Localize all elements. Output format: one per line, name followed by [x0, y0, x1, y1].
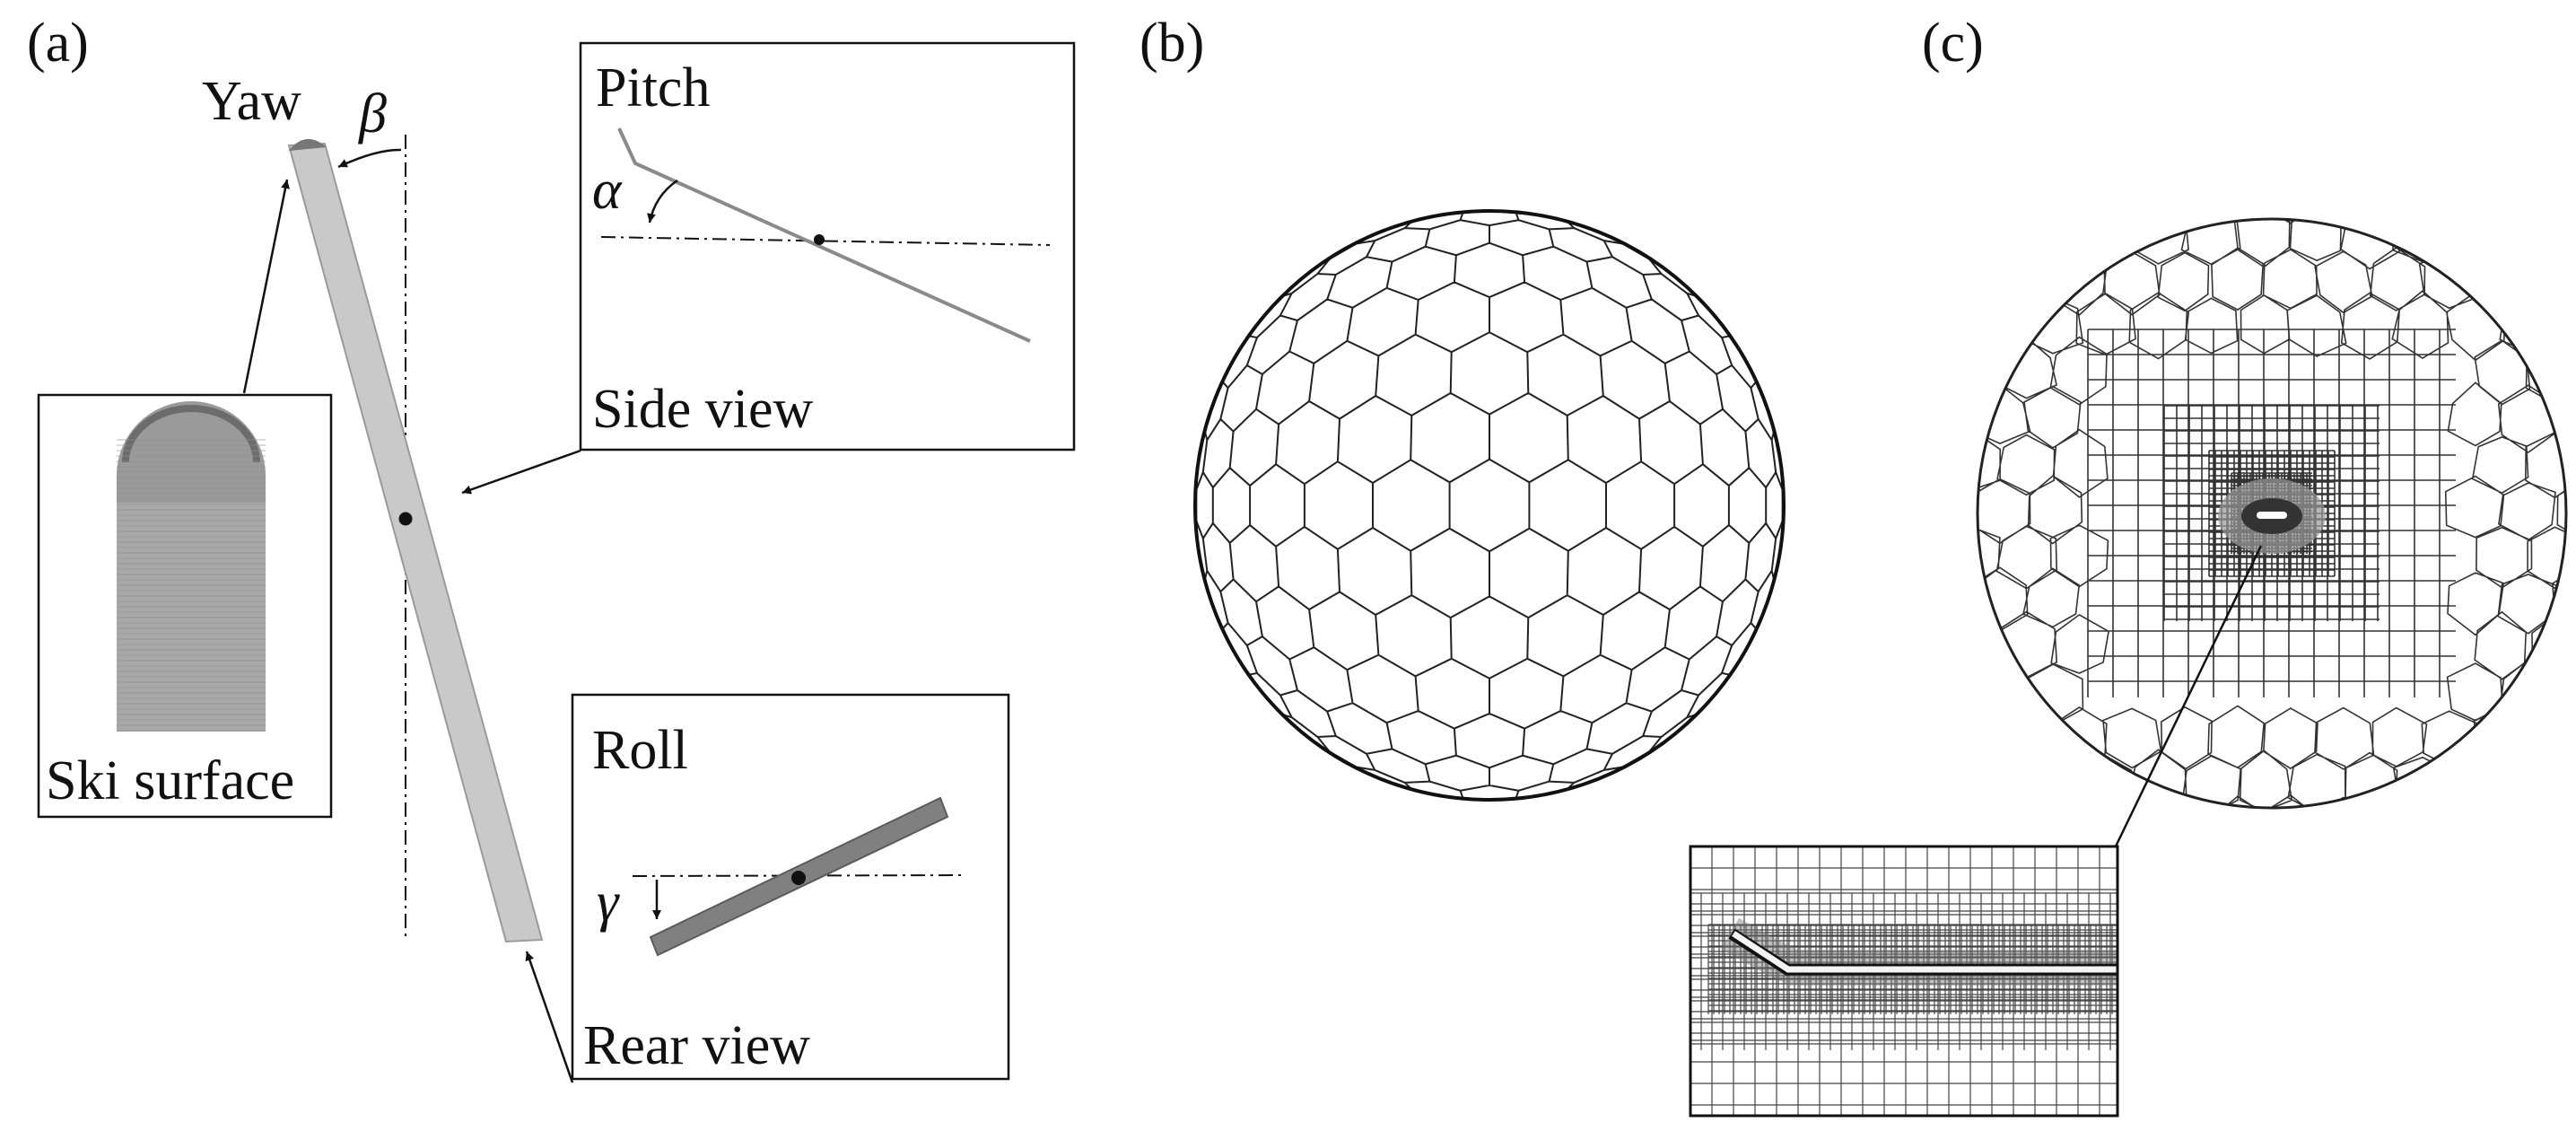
gamma-symbol: γ [597, 872, 620, 933]
ski-top-view [287, 138, 544, 943]
pitch-reference-line [600, 236, 1051, 246]
panel-c-label: (c) [1922, 13, 1984, 74]
center-of-mass-dot [398, 512, 413, 526]
rear-view-arrow [525, 951, 574, 1083]
beta-angle-arc [337, 148, 402, 169]
panel-a: (a) Yaw β Ski surface Pitch [27, 13, 1076, 1083]
roll-rear-view-box: Roll γ Rear view [571, 693, 1010, 1081]
zoom-connector-line [2113, 545, 2263, 849]
alpha-symbol: α [592, 160, 623, 221]
panel-b-label: (b) [1140, 13, 1204, 74]
rear-view-label: Rear view [583, 1015, 810, 1076]
mesh-zoom-inset [1689, 845, 2119, 1118]
side-view-arrow [461, 449, 581, 495]
ski-surface-texture [117, 439, 266, 732]
ski-surface-label: Ski surface [46, 750, 294, 811]
domain-mesh-section [1976, 217, 2568, 810]
ski-surface-arrow [242, 179, 290, 394]
panel-b: (b) [1140, 13, 1786, 802]
panel-a-label: (a) [27, 13, 89, 74]
roll-label: Roll [592, 720, 688, 781]
alpha-angle-arc [647, 179, 678, 224]
beta-symbol: β [358, 83, 387, 145]
roll-center-dot [791, 871, 806, 885]
ski-cross-section [2257, 512, 2287, 519]
yaw-label: Yaw [202, 71, 301, 132]
ski-surface-inset: Ski surface [37, 393, 333, 819]
ski-wall-interior [1732, 931, 2118, 973]
polyhedral-sphere-mesh [1193, 209, 1786, 802]
panel-c: (c) [1689, 13, 2568, 1118]
pitch-label: Pitch [596, 57, 710, 118]
pitch-side-view-box: Pitch α Side view [579, 41, 1076, 452]
pitch-center-dot [814, 234, 825, 245]
ski-side-profile [617, 127, 1031, 343]
side-view-label: Side view [592, 379, 813, 440]
